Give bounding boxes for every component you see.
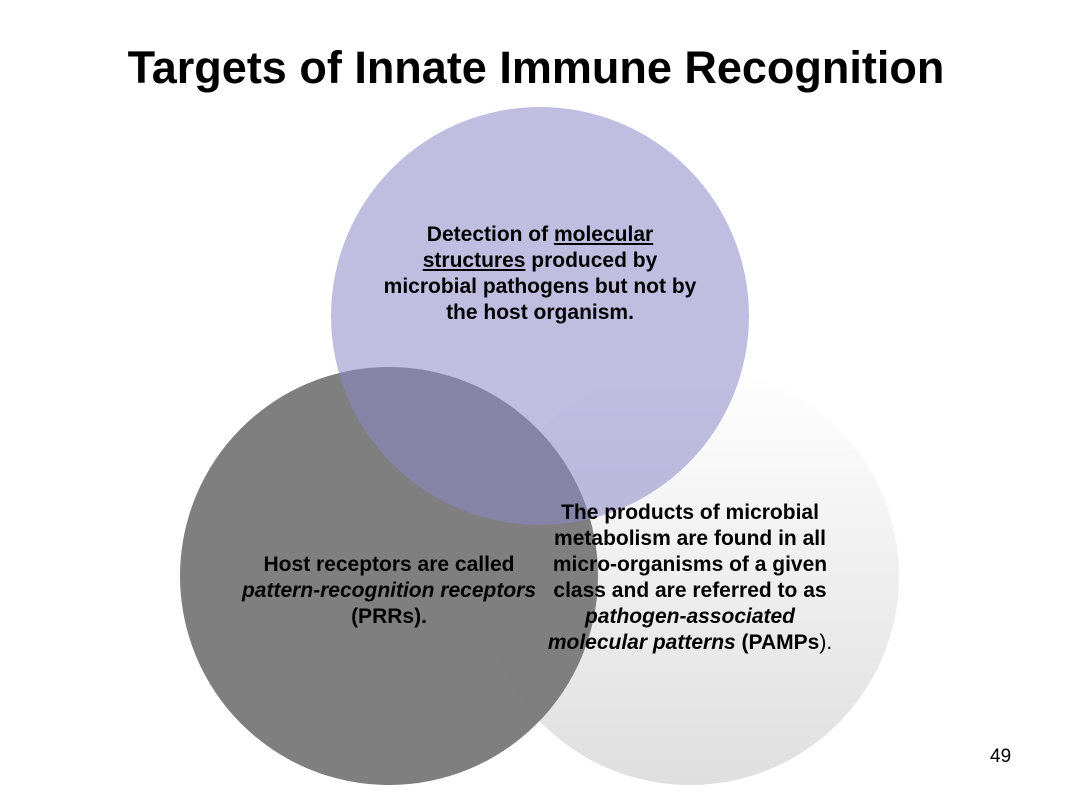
page-number: 49 [990, 746, 1012, 767]
text-fragment: (PRRs) [351, 605, 422, 628]
text-fragment-underlined: molecular structures [422, 223, 654, 272]
circle-right-text: The products of microbial metabolism are… [540, 500, 840, 656]
circle-molecular-structures [331, 107, 749, 525]
text-fragment: Detection of [426, 223, 554, 246]
text-fragment: The products of microbial metabolism are… [552, 501, 828, 602]
text-fragment: (PAMPs [735, 631, 820, 654]
text-fragment: Host receptors are called [263, 553, 515, 576]
text-fragment-italic: pattern-recognition receptors [241, 579, 537, 602]
circle-top-text: Detection of molecular structures produc… [380, 222, 700, 326]
circle-left-text: Host receptors are called pattern-recogn… [238, 552, 540, 630]
text-fragment: produced by microbial pathogens but not … [383, 249, 697, 324]
text-fragment: . [421, 605, 427, 628]
slide-title: Targets of Innate Immune Recognition [127, 42, 945, 93]
text-fragment: ). [819, 631, 833, 654]
text-fragment-italic: pathogen-associated molecular patterns [547, 605, 796, 654]
